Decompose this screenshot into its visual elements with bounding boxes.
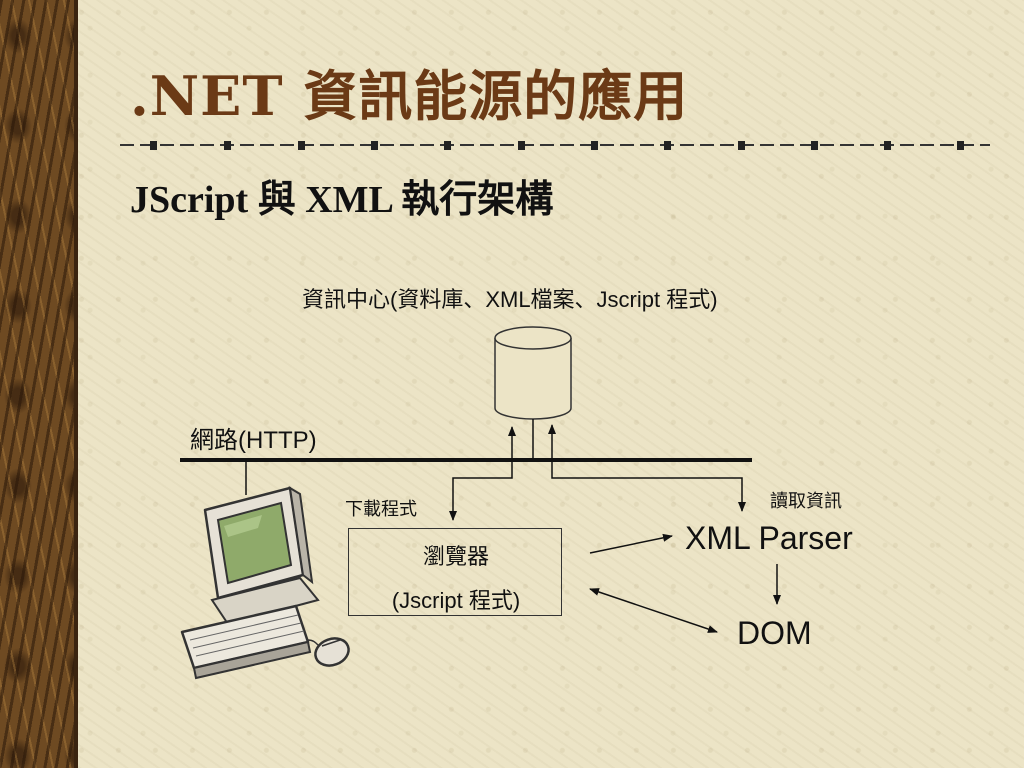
slide-subtitle: JScript 與 XML 執行架構 bbox=[130, 179, 554, 221]
database-icon bbox=[494, 326, 572, 420]
wood-border-edge bbox=[74, 0, 78, 768]
read-info-label: 讀取資訊 bbox=[770, 491, 842, 511]
dom-browser-arrow bbox=[589, 588, 718, 633]
wood-border bbox=[0, 0, 78, 768]
computer-icon bbox=[180, 486, 350, 680]
browser-program-label: (Jscript 程式) bbox=[391, 588, 521, 613]
browser-label: 瀏覽器 bbox=[422, 544, 489, 569]
download-label: 下載程式 bbox=[345, 499, 417, 519]
title-divider bbox=[120, 141, 990, 150]
read-info-arrow bbox=[551, 462, 746, 512]
slide-title: .NET 資訊能源的應用 bbox=[130, 64, 689, 128]
browser-box: 瀏覽器 (Jscript 程式) bbox=[348, 528, 562, 616]
data-center-label: 資訊中心(資料庫、XML檔案、Jscript 程式) bbox=[302, 287, 718, 312]
network-label: 網路(HTTP) bbox=[190, 427, 317, 454]
download-arrow bbox=[449, 462, 513, 521]
xml-parser-label: XML Parser bbox=[685, 520, 853, 556]
browser-to-parser-arrow bbox=[589, 533, 673, 554]
dom-label: DOM bbox=[737, 615, 812, 651]
